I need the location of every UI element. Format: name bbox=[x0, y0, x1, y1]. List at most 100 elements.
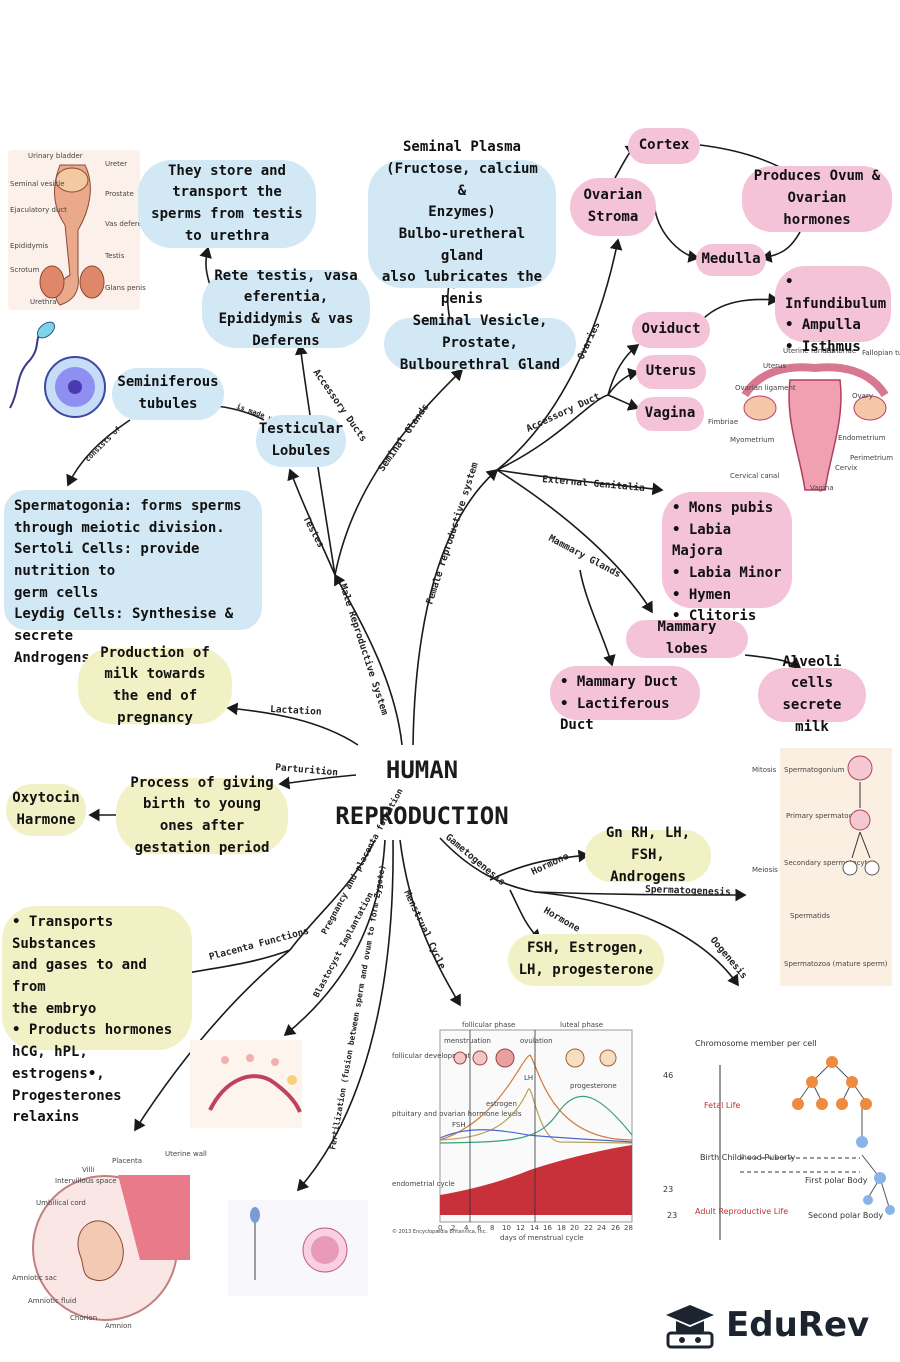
oogenesis-figure: Chromosome member per cell 46 Fetal Life… bbox=[663, 1039, 895, 1240]
title-line-1: HUMAN bbox=[385, 756, 459, 784]
sperm-side-meiosis: Meiosis bbox=[752, 866, 778, 874]
oogenesis-46: 46 bbox=[663, 1071, 673, 1080]
sperm-row-2: Secondary spermatocytes bbox=[784, 859, 876, 867]
uterus-label-7: Myometrium bbox=[730, 436, 775, 444]
node-oviduct: Oviduct bbox=[632, 312, 710, 348]
menstrual-row-0: follicular development bbox=[392, 1052, 471, 1060]
node-produces-ovum: Produces Ovum & Ovarian hormones bbox=[742, 166, 892, 232]
node-ovarian-stroma: Ovarian Stroma bbox=[570, 178, 656, 236]
svg-text:26: 26 bbox=[611, 1224, 620, 1232]
uterus-label-1: Fimbriae bbox=[826, 347, 856, 355]
placenta-figure: Placenta Uterine wall Villi Intervillous… bbox=[12, 1150, 207, 1330]
placenta-label-1: Uterine wall bbox=[165, 1150, 207, 1158]
menstrual-hormone-estrogen: estrogen bbox=[486, 1100, 517, 1108]
label-consists-of: consists of bbox=[84, 425, 122, 463]
menstrual-phase-follicular: follicular phase bbox=[462, 1021, 515, 1029]
node-rete-testis: Rete testis, vasa eferentia, Epididymis … bbox=[202, 268, 370, 349]
menstrual-row-2: endometrial cycle bbox=[392, 1180, 455, 1188]
label-male: Male Reproductive System bbox=[337, 583, 390, 717]
menstrual-hormone-fsh: FSH bbox=[452, 1121, 466, 1129]
male-label-10: Urethra bbox=[30, 298, 57, 306]
male-label-3: Prostate bbox=[105, 190, 134, 198]
menstrual-phase-luteal: luteal phase bbox=[560, 1021, 603, 1029]
uterus-label-10: Cervical canal bbox=[730, 472, 779, 480]
node-milk-production: Production of milk towards the end of pr… bbox=[78, 645, 232, 726]
node-seminal-vesicle: Seminal Vesicle, Prostate, Bulbourethral… bbox=[384, 313, 576, 373]
label-parturition: Parturition bbox=[275, 762, 339, 778]
menstrual-event-ovulation: ovulation bbox=[520, 1037, 553, 1045]
label-hormone-1: Hormone bbox=[530, 851, 571, 878]
male-anatomy-figure: Urinary bladder Ureter Seminal vesicle P… bbox=[8, 150, 150, 310]
label-spermatogenesis: Spermatogenesis bbox=[645, 884, 731, 898]
male-branch bbox=[334, 573, 403, 746]
menstrual-row-1: pituitary and ovarian hormone levels bbox=[392, 1110, 522, 1118]
node-alveoli: Alveoli cells secrete milk bbox=[758, 654, 866, 735]
label-female: Female reproductive system bbox=[424, 461, 481, 606]
male-label-5: Vas deferens bbox=[105, 220, 150, 228]
node-placenta-functions: • Transports Substances and gases to and… bbox=[2, 906, 192, 1125]
placenta-label-7: Chorion bbox=[70, 1314, 97, 1322]
menstrual-credit: © 2013 Encyclopædia Britannica, Inc. bbox=[392, 1228, 487, 1235]
label-hormone-2: Hormone bbox=[542, 905, 582, 935]
placenta-label-3: Intervillous space bbox=[55, 1177, 117, 1185]
node-oxytocin: Oxytocin Harmone bbox=[6, 784, 86, 836]
spermatogenesis-figure: Mitosis Meiosis Spermatogonium Primary s… bbox=[752, 748, 892, 986]
node-gnrh: Gn RH, LH, FSH, Androgens bbox=[585, 825, 711, 885]
label-gametogenesis: Gametogenesis bbox=[443, 832, 507, 888]
implantation-figure bbox=[190, 1040, 302, 1128]
menstrual-xlabel: days of menstrual cycle bbox=[500, 1234, 584, 1242]
node-testicular-lobules: Testicular Lobules bbox=[256, 415, 346, 467]
svg-text:12: 12 bbox=[516, 1224, 525, 1232]
sperm-ovum-icon bbox=[9, 321, 106, 418]
menstrual-cycle-figure: follicular phase luteal phase menstruati… bbox=[392, 1021, 633, 1242]
oogenesis-first-polar: First polar Body bbox=[805, 1176, 868, 1185]
node-store-transport: They store and transport the sperms from… bbox=[138, 160, 316, 248]
svg-text:22: 22 bbox=[584, 1224, 593, 1232]
svg-text:6: 6 bbox=[477, 1224, 482, 1232]
male-label-4: Ejaculatory duct bbox=[10, 206, 67, 214]
node-process-birth: Process of giving birth to young ones af… bbox=[116, 775, 288, 856]
brand-name: EduRev bbox=[726, 1305, 870, 1345]
placenta-label-5: Amniotic sac bbox=[12, 1274, 57, 1282]
svg-text:18: 18 bbox=[557, 1224, 566, 1232]
node-seminiferous: Seminiferous tubules bbox=[112, 368, 224, 420]
menstrual-hormone-progesterone: progesterone bbox=[570, 1082, 617, 1090]
oogenesis-23a: 23 bbox=[663, 1185, 673, 1194]
svg-text:14: 14 bbox=[530, 1224, 539, 1232]
uterus-label-0: Uterine fundus bbox=[783, 347, 835, 355]
svg-text:4: 4 bbox=[464, 1224, 469, 1232]
oogenesis-header: Chromosome member per cell bbox=[695, 1039, 817, 1048]
node-mammary-ducts: • Mammary Duct • Lactiferous Duct bbox=[550, 666, 700, 733]
uterus-label-9: Perimetrium bbox=[850, 454, 893, 462]
uterus-label-8: Endometrium bbox=[838, 434, 886, 442]
node-fsh: FSH, Estrogen, LH, progesterone bbox=[508, 934, 664, 986]
placenta-label-2: Villi bbox=[82, 1166, 94, 1174]
sperm-row-0: Spermatogonium bbox=[784, 766, 845, 774]
fertilization-figure bbox=[228, 1200, 368, 1296]
main-title: HUMAN REPRODUCTION bbox=[322, 748, 522, 839]
oogenesis-second-polar: Second polar Body bbox=[808, 1211, 883, 1220]
label-lactation: Lactation bbox=[270, 704, 322, 718]
svg-text:2: 2 bbox=[451, 1224, 455, 1232]
label-external-genitalia: External Genitalia bbox=[542, 474, 646, 494]
label-ovaries: Ovaries bbox=[576, 320, 603, 361]
male-label-8: Scrotum bbox=[10, 266, 39, 274]
male-label-0: Urinary bladder bbox=[28, 152, 83, 160]
label-mammary-glands: Mammary Glands bbox=[547, 533, 623, 580]
sperm-row-1: Primary spermatocyte bbox=[786, 812, 864, 820]
uterus-label-4: Ovarian ligament bbox=[735, 384, 796, 392]
male-label-6: Epididymis bbox=[10, 242, 49, 250]
graduation-cap-icon bbox=[666, 1305, 714, 1349]
label-menstrual: Menstrual Cycle bbox=[401, 889, 447, 972]
svg-text:16: 16 bbox=[543, 1224, 552, 1232]
male-label-2: Seminal vesicle bbox=[10, 180, 65, 188]
uterus-label-12: Vagina bbox=[810, 484, 834, 492]
male-label-7: Testis bbox=[104, 252, 125, 260]
node-uterus: Uterus bbox=[636, 355, 706, 389]
menstrual-xticks: 0 2 4 6 8 10 12 14 16 18 20 22 24 26 28 bbox=[438, 1224, 633, 1232]
menstrual-event-menstruation: menstruation bbox=[444, 1037, 491, 1045]
node-cells: Spermatogonia: forms sperms through meio… bbox=[4, 490, 262, 666]
svg-text:10: 10 bbox=[502, 1224, 511, 1232]
oogenesis-adult: Adult Reproductive Life bbox=[695, 1207, 788, 1216]
